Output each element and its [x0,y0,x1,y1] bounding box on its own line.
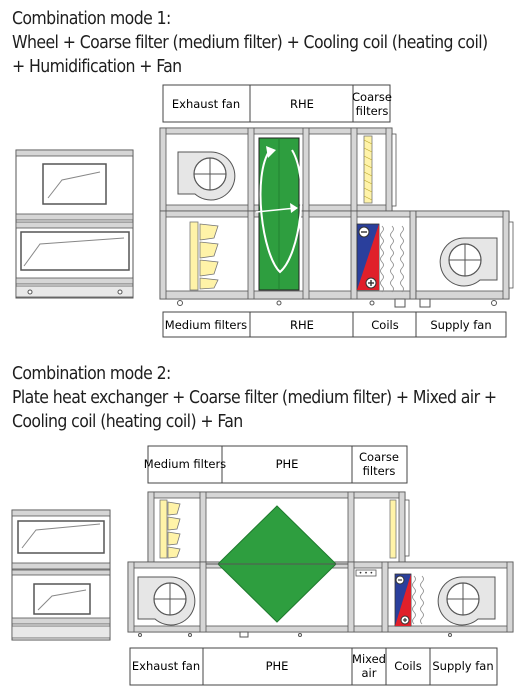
label-phe-bottom: PHE [266,659,289,673]
coil-icon [356,223,404,293]
label-medium-filters-2: Medium filters [144,457,226,471]
fan-icon [439,237,498,287]
label-coarse-2: Coarse [359,450,399,464]
filter-icon [389,499,397,559]
mode1-bottom-label-row: Medium filters RHE Coils Supply fan [162,311,507,338]
window-icon [20,231,130,271]
filter-icon [159,499,168,559]
fan-icon [177,151,236,201]
label-filters: filters [356,104,389,118]
window-icon [17,520,105,554]
fan-icon [137,576,196,626]
label-phe-top: PHE [276,457,299,471]
mode2-side-view [11,509,111,641]
filter-icon [363,135,373,204]
label-medium-filters: Medium filters [165,318,247,332]
mode1-heading-line3: + Humidification + Fan [12,57,182,77]
mode2-heading-line1: Combination mode 2: [12,364,171,384]
svg-text:• • •: • • • [359,570,373,577]
mode1-bottom-section [159,210,514,308]
mode2-heading-line3: Cooling coil (heating coil) + Fan [12,412,243,432]
label-coils: Coils [371,318,398,332]
mode2-heading: Combination mode 2: Plate heat exchanger… [12,362,497,434]
mode2-heading-line2: Plate heat exchanger + Coarse filter (me… [12,388,497,408]
mode1-top-label-row: Exhaust fan RHE Coarse filters [162,84,392,123]
mode2-top-label-row: Medium filters PHE Coarse filters [144,445,408,484]
rotation-arrow-icon [255,146,303,274]
filter-icon [189,221,199,291]
rotary-heat-exchanger [255,137,303,291]
mode1-heading-line2: Wheel + Coarse filter (medium filter) + … [12,33,488,53]
label-mixed: Mixed [352,652,386,666]
mode2-bottom-label-row: Exhaust fan PHE Mixed air Coils Supply f… [129,647,498,686]
label-coarse: Coarse [352,90,392,104]
label-rhe-top: RHE [290,97,314,111]
label-exhaust-fan-2: Exhaust fan [132,659,200,673]
window-icon [42,163,107,205]
label-exhaust-fan: Exhaust fan [172,97,240,111]
label-air: air [362,666,377,680]
mode2-bottom-section: • • • [127,561,514,638]
coil-icon [394,573,424,627]
plate-heat-exchanger [206,505,348,623]
label-supply-fan-2: Supply fan [432,659,493,673]
window-icon [33,583,91,615]
label-filters-2: filters [363,464,396,478]
fan-icon [437,576,496,626]
mode1-heading-line1: Combination mode 1: [12,9,171,29]
mode1-side-view [15,149,134,299]
mode1-heading: Combination mode 1: Wheel + Coarse filte… [12,7,488,79]
label-rhe-bottom: RHE [290,318,314,332]
label-coils-2: Coils [394,659,421,673]
label-supply-fan: Supply fan [430,318,491,332]
